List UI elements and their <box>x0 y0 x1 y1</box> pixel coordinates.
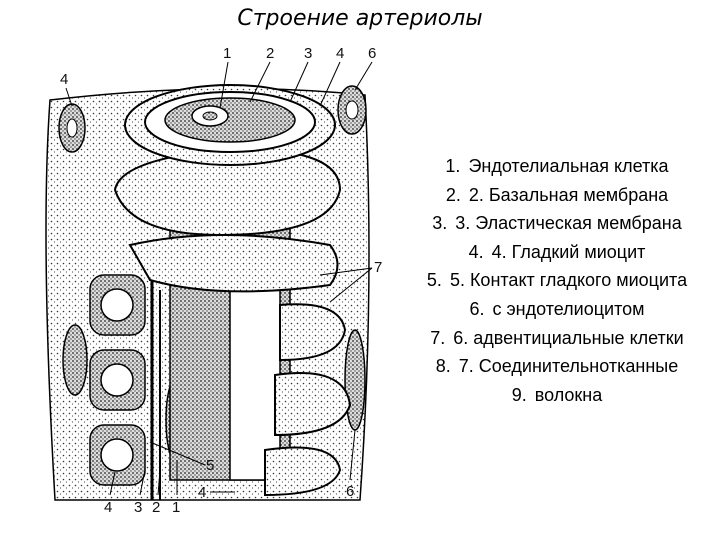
legend-item: 4. 4. Гладкий миоцит <box>392 238 720 267</box>
legend-text: 4. Гладкий миоцит <box>491 241 646 262</box>
label-top-4: 4 <box>336 45 344 62</box>
label-left-4: 4 <box>60 71 68 88</box>
label-top-6: 6 <box>368 45 376 62</box>
legend-item: 5. 5. Контакт гладкого миоцита <box>392 266 720 295</box>
label-top-1: 1 <box>223 45 231 62</box>
legend-text: волокна <box>534 384 603 405</box>
adventitial-cells-left <box>58 103 185 500</box>
legend-number: 2. <box>445 184 461 205</box>
label-bottom-3: 3 <box>134 499 142 516</box>
legend-item: 9. волокна <box>392 381 720 410</box>
legend-list: 1. Эндотелиальная клетка 2. 2. Базальная м… <box>392 152 720 409</box>
legend-number: 3. <box>432 213 448 234</box>
legend-item: 6. с эндотелиоцитом <box>392 295 720 324</box>
legend-text: 2. Базальная мембрана <box>468 184 669 205</box>
legend-text: Эндотелиальная клетка <box>468 156 669 176</box>
legend-item: 3. 3. Эластическая мембрана <box>392 209 720 238</box>
lumen-rings <box>124 84 336 166</box>
label-bottom-4: 4 <box>104 499 112 516</box>
legend-item: 1. Эндотелиальная клетка <box>392 152 720 181</box>
label-top-2: 2 <box>266 45 274 62</box>
legend-text: 5. Контакт гладкого миоцита <box>449 270 688 291</box>
label-bottom-1: 1 <box>172 499 180 516</box>
legend-item: 2. 2. Базальная мембрана <box>392 181 720 210</box>
arteriole-diagram: 1 2 3 4 6 4 7 6 5 4 4 3 2 1 <box>45 45 382 516</box>
callout-lines <box>65 61 373 496</box>
smooth-muscle-spiral <box>113 148 352 497</box>
legend-number: 7. <box>430 327 446 348</box>
page-title: Строение артериолы <box>237 6 483 31</box>
label-top-3: 3 <box>304 45 312 62</box>
legend-number: 4. <box>468 241 484 262</box>
legend-number: 1. <box>445 156 461 176</box>
label-bottom-mid-4: 4 <box>198 484 206 501</box>
legend-number: 9. <box>511 384 527 405</box>
legend-item: 8. 7. Соединительнотканные <box>392 352 720 381</box>
label-bottom-2: 2 <box>152 499 160 516</box>
label-mid-5: 5 <box>206 457 214 474</box>
legend-number: 5. <box>426 270 442 291</box>
legend-number: 8. <box>435 356 451 377</box>
diagram-labels: 1 2 3 4 6 4 7 6 5 4 4 3 2 1 <box>60 45 382 516</box>
label-bottom-right-6: 6 <box>346 483 354 500</box>
label-right-7: 7 <box>374 259 382 276</box>
legend-text: с эндотелиоцитом <box>492 298 645 319</box>
legend-number: 6. <box>469 298 485 319</box>
legend-text: 7. Соединительнотканные <box>458 356 679 377</box>
legend-item: 7. 6. адвентициальные клетки <box>392 324 720 353</box>
legend-text: 3. Эластическая мембрана <box>455 213 682 234</box>
legend-text: 6. адвентициальные клетки <box>453 327 684 348</box>
